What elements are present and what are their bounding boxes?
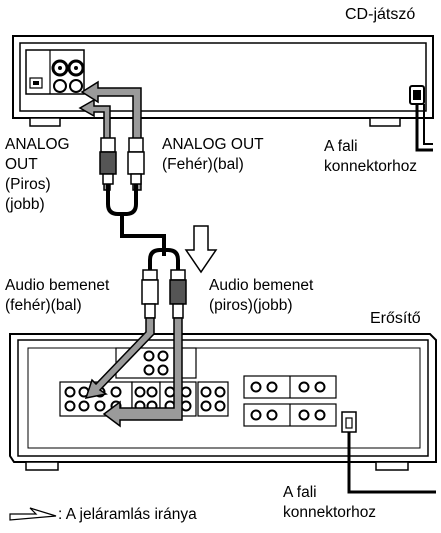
analog-out-red-label: ANALOG OUT (Piros) (jobb) bbox=[5, 136, 70, 213]
audio-input-red-label: Audio bemenet (piros)(jobb) bbox=[209, 277, 314, 314]
analog-out-white-label: ANALOG OUT (Fehér)(bal) bbox=[162, 136, 264, 173]
wall-outlet-label-top: A fali konnektorhoz bbox=[324, 138, 418, 175]
rca-plug-red-bottom bbox=[169, 269, 187, 319]
signal-direction-arrow-icon bbox=[184, 225, 218, 274]
cable-split-top bbox=[106, 196, 138, 216]
audio-cable bbox=[120, 214, 166, 256]
amplifier-unit bbox=[9, 333, 437, 471]
cable-split-bottom bbox=[148, 248, 180, 270]
rca-plug-white-bottom bbox=[141, 269, 159, 319]
power-cord-cd bbox=[415, 104, 433, 152]
power-cord-cd-inner bbox=[423, 104, 433, 145]
cd-player-title: CD-játszó bbox=[345, 6, 416, 23]
power-cord-amp bbox=[347, 432, 436, 494]
rca-plug-white-top bbox=[127, 137, 145, 196]
audio-input-white-label: Audio bemenet (fehér)(bal) bbox=[5, 277, 110, 314]
cd-player-unit bbox=[12, 35, 434, 127]
legend-text: : A jeláramlás iránya bbox=[58, 506, 197, 523]
amplifier-title: Erősítő bbox=[370, 310, 421, 327]
signal-flow-arrow-icon bbox=[9, 507, 57, 521]
rca-plug-red-top bbox=[99, 137, 117, 196]
amp-connection-arrows bbox=[84, 317, 183, 428]
wall-outlet-label-bottom: A fali konnektorhoz bbox=[283, 484, 377, 521]
